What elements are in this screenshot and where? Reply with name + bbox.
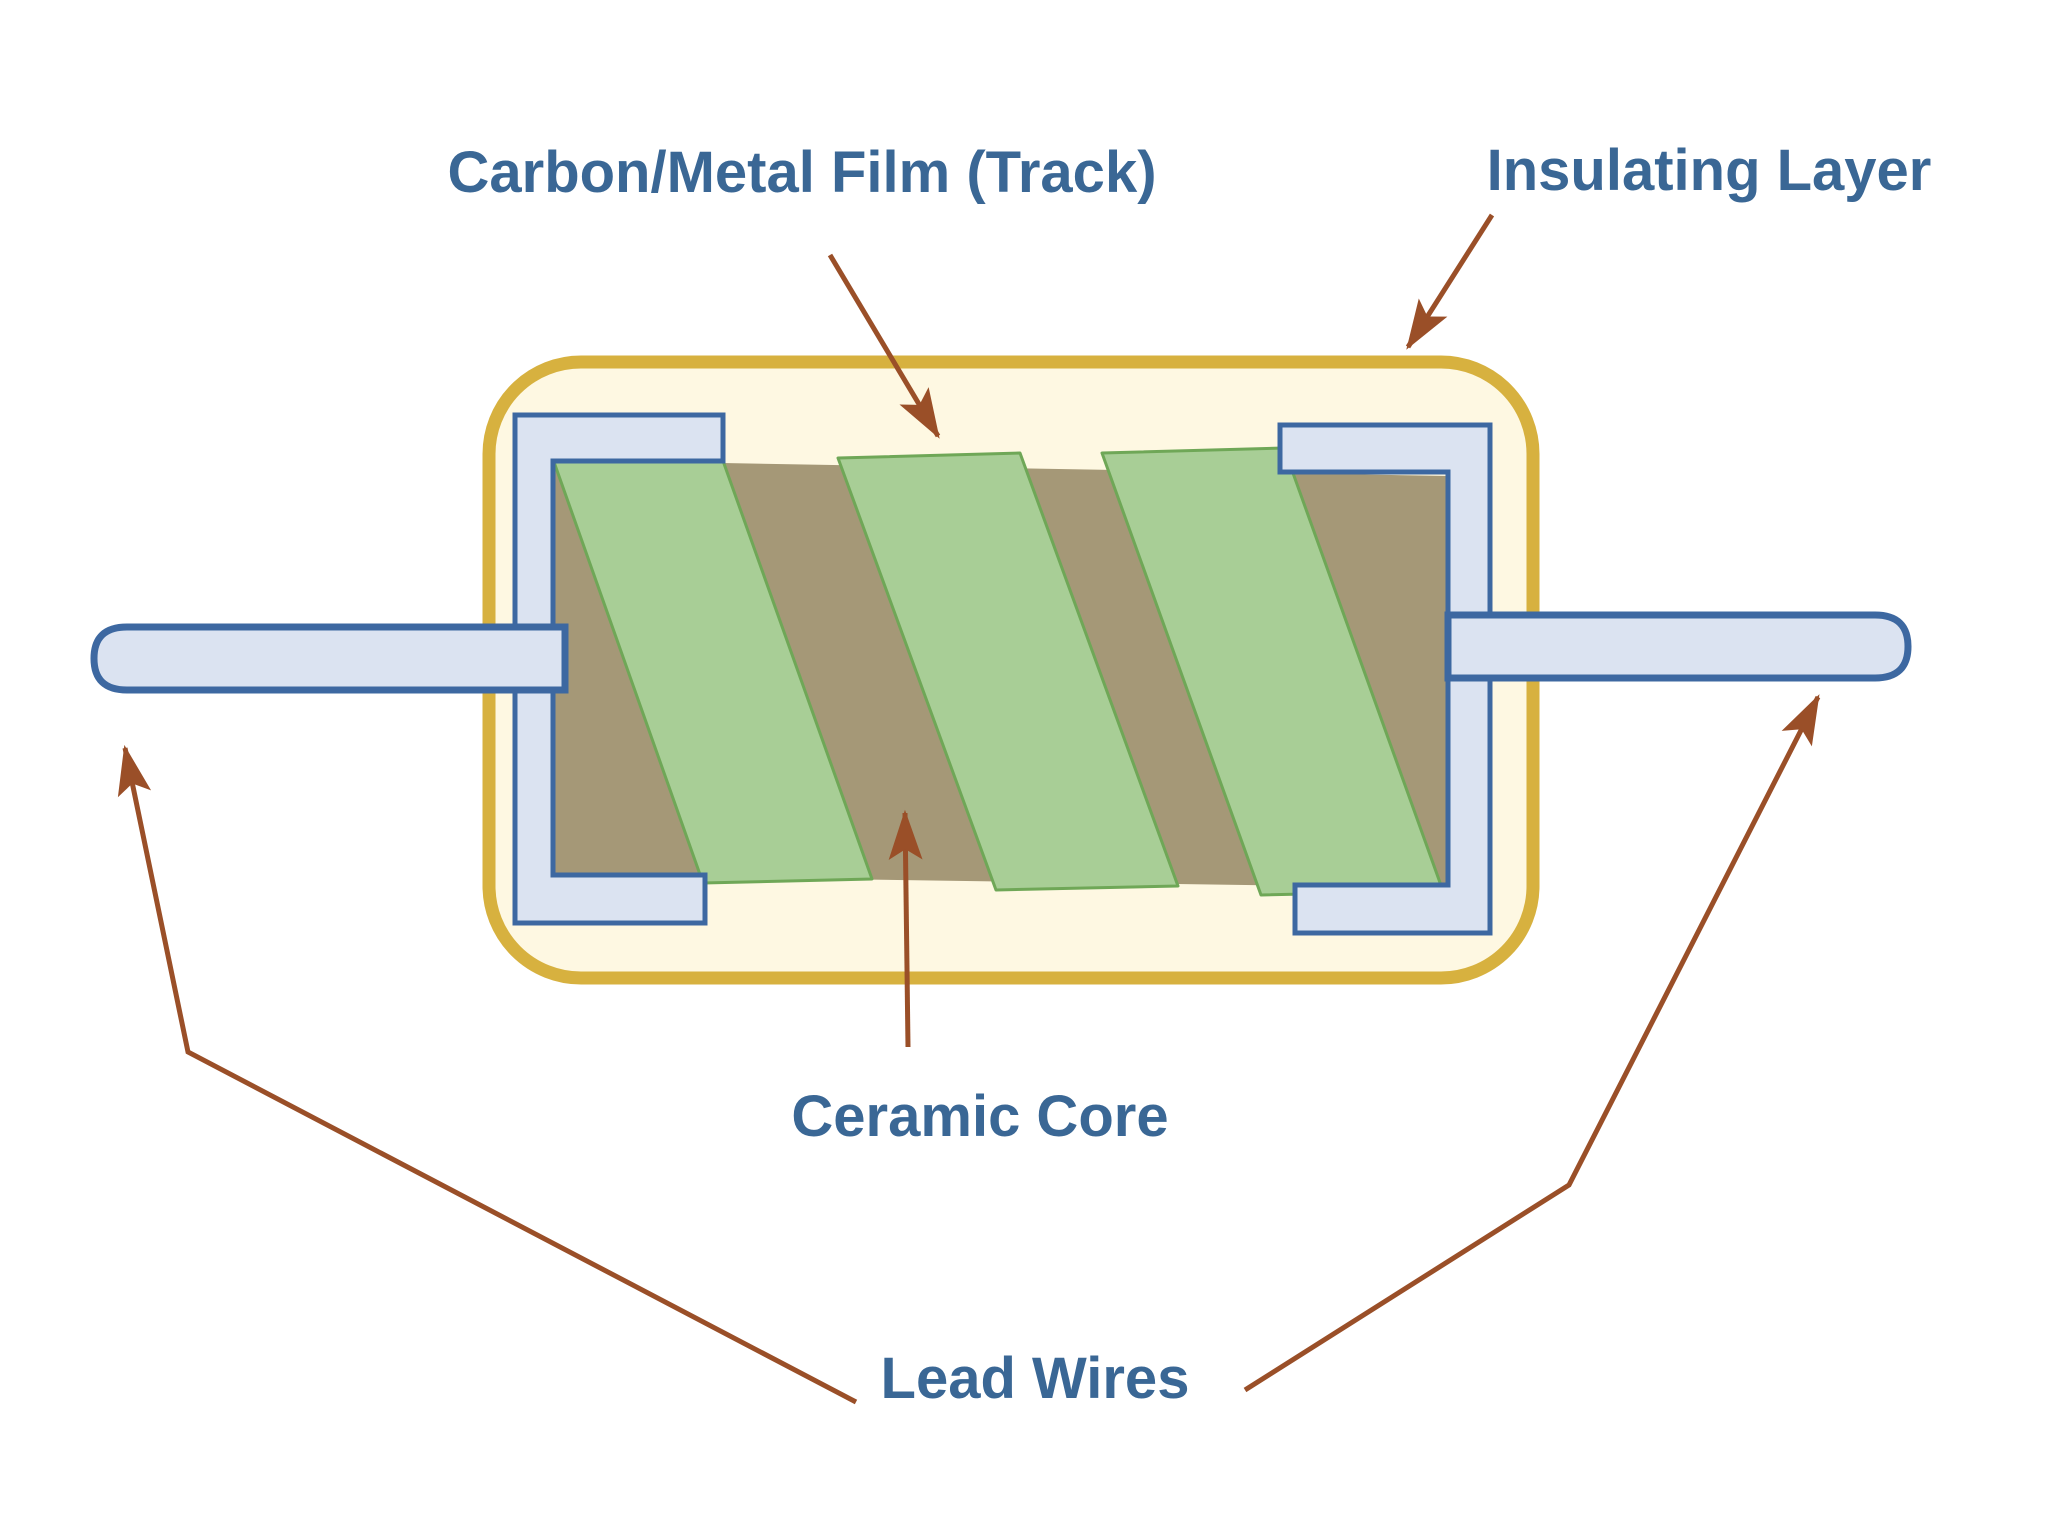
ceramic-core-arrow	[888, 809, 923, 1048]
insulating-layer-arrow	[1405, 213, 1495, 350]
carbon-film-label: Carbon/Metal Film (Track)	[447, 140, 1156, 205]
insulating-layer-label: Insulating Layer	[1487, 138, 1932, 203]
lead-wire-left	[90, 623, 569, 694]
lead-wire-right	[1444, 611, 1912, 682]
ceramic-core-label: Ceramic Core	[791, 1084, 1168, 1149]
end-cap-left	[512, 412, 726, 926]
carbon-film-arrow	[827, 253, 941, 439]
lead-wire-left-arrow	[117, 744, 858, 1405]
film-track-band-2	[836, 451, 1180, 892]
lead-wires-label: Lead Wires	[881, 1346, 1190, 1411]
lead-wire-right-arrow	[1243, 694, 1821, 1393]
